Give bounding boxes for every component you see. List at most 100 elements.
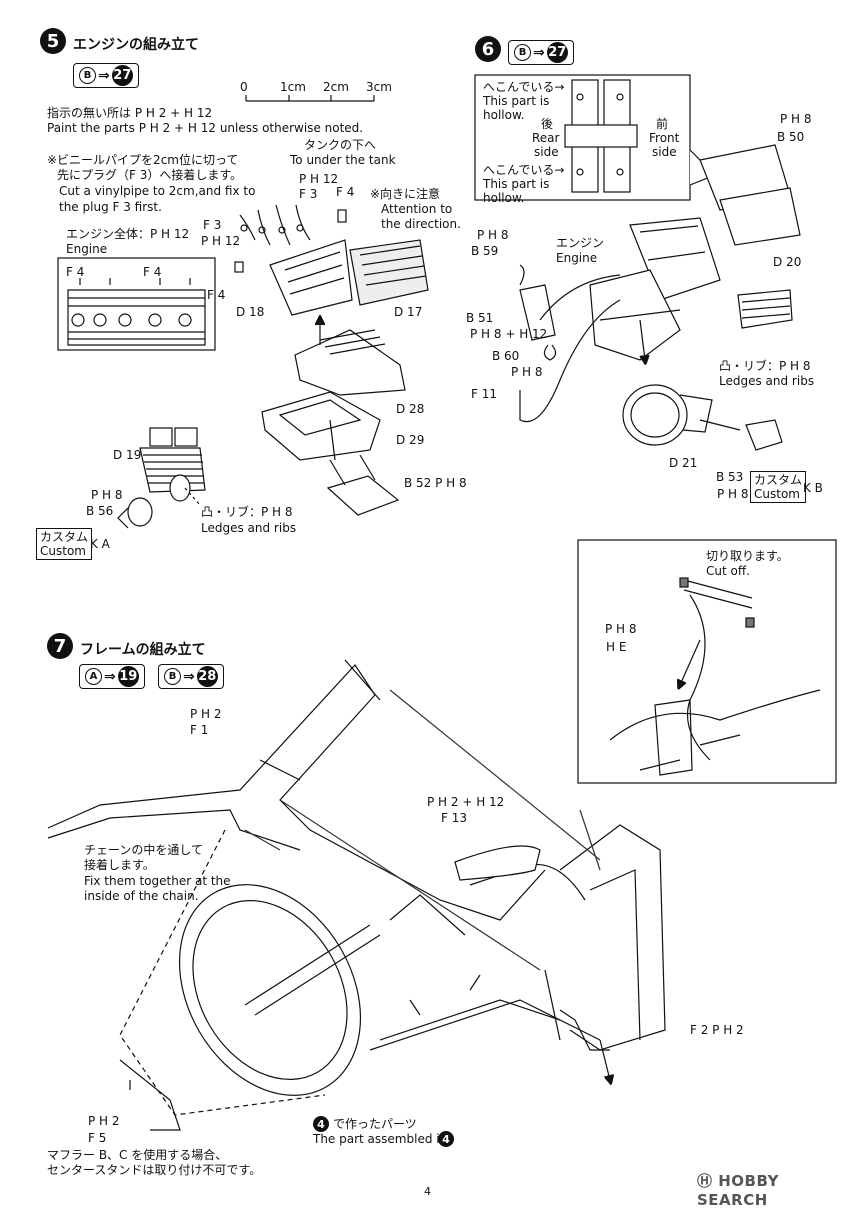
step6-inset-frame <box>474 74 717 201</box>
f13-label: F 13 <box>441 811 467 825</box>
step5-number: 5 <box>40 28 66 54</box>
ref-letter: A <box>85 668 102 685</box>
attention-jp: ※向きに注意 <box>370 187 441 201</box>
ref-page: 19 <box>117 666 139 687</box>
step7-inset-frame <box>577 539 837 784</box>
rear-en2: side <box>534 145 559 159</box>
b56-label: B 56 <box>86 504 114 518</box>
ph8-he: P H 8 <box>605 622 637 636</box>
tank-note-en: To under the tank <box>290 153 396 167</box>
custom-jp: カスタム <box>40 530 89 544</box>
attention-en1: Attention to <box>381 202 453 216</box>
ref-arrow: ⇒ <box>104 668 116 685</box>
custom-k-b: K B <box>803 481 823 495</box>
step7-title: フレームの組み立て <box>80 642 206 658</box>
ref-letter: B <box>514 44 531 61</box>
custom-en: Custom <box>40 544 86 558</box>
engine-all-jp: エンジン全体：P H 12 <box>66 227 190 241</box>
hollow1-jp: へこんでいる→ <box>483 80 565 94</box>
custom-k-a: K A <box>90 537 110 551</box>
step6-number: 6 <box>475 36 501 62</box>
ref-arrow: ⇒ <box>98 67 110 84</box>
muffler-jp1: マフラー B、C を使用する場合、 <box>47 1148 228 1162</box>
d19-label: D 19 <box>113 448 142 462</box>
step6-ribs-en: Ledges and ribs <box>719 374 815 388</box>
part4-en: The part assembled in <box>313 1132 448 1146</box>
rear-jp: 後 <box>541 117 554 131</box>
step7-reference-a: A ⇒ 19 <box>79 664 145 689</box>
f4-label-a: F 4 <box>336 185 355 199</box>
step6-custom-box: カスタム Custom <box>750 471 807 503</box>
cutoff-en: Cut off. <box>706 564 750 578</box>
scale-2cm: 2cm <box>323 80 349 94</box>
scale-0: 0 <box>240 80 248 94</box>
rear-en1: Rear <box>532 131 560 145</box>
attention-en2: the direction. <box>381 217 461 231</box>
ref-letter: B <box>164 668 181 685</box>
ph8-ph12: P H 8 + H 12 <box>470 327 548 341</box>
tank-note-jp: タンクの下へ <box>304 138 377 152</box>
vinyl-note-en2: the plug F 3 first. <box>59 200 162 214</box>
ph8-top: P H 8 <box>780 112 812 126</box>
hollow1-en2: hollow. <box>483 108 525 122</box>
paint-note-jp: 指示の無い所は P H 2 + H 12 <box>47 106 213 120</box>
ph8-b59: P H 8 <box>477 228 509 242</box>
chain-en2: inside of the chain. <box>84 889 199 903</box>
part4-badge-en: 4 <box>438 1131 454 1147</box>
chain-en1: Fix them together at the <box>84 874 231 888</box>
d17-label: D 17 <box>394 305 423 319</box>
hollow2-jp: へこんでいる→ <box>483 163 565 177</box>
engine-jp: エンジン <box>556 236 605 250</box>
f3-label-b: F 3 <box>203 218 222 232</box>
vinyl-note-en1: Cut a vinylpipe to 2cm,and fix to <box>59 184 256 198</box>
step5-engine-drawing <box>117 204 429 529</box>
ref-arrow: ⇒ <box>183 668 195 685</box>
ribs-en: Ledges and ribs <box>201 521 297 535</box>
f5-label: F 5 <box>88 1131 107 1145</box>
ph2-h12: P H 2 + H 12 <box>427 795 505 809</box>
step6-engine-drawing <box>519 144 801 451</box>
f3-label-a: F 3 <box>299 187 318 201</box>
b50-label: B 50 <box>777 130 805 144</box>
hollow2-en2: hollow. <box>483 191 525 205</box>
page-number: 4 <box>424 1185 431 1198</box>
scale-1cm: 1cm <box>280 80 306 94</box>
b59-label: B 59 <box>471 244 499 258</box>
vinyl-note-jp1: ※ビニールパイプを2cm位に切って <box>47 153 239 167</box>
watermark-logo: Ⓗ HOBBY SEARCH <box>697 1170 853 1209</box>
step7-reference-b: B ⇒ 28 <box>158 664 224 689</box>
ref-page: 27 <box>546 42 568 63</box>
vinyl-note-jp2: 先にプラグ（F 3）へ接着します。 <box>57 168 243 182</box>
ref-page: 28 <box>196 666 218 687</box>
cutoff-jp: 切り取ります。 <box>706 549 789 563</box>
part4-badge: 4 <box>313 1116 329 1132</box>
d21-label: D 21 <box>669 456 698 470</box>
step7-frame-drawing <box>47 659 666 1131</box>
hollow1-en1: This part is <box>483 94 550 108</box>
d29-label: D 29 <box>396 433 425 447</box>
ribs-jp: 凸・リブ：P H 8 <box>201 505 293 519</box>
b51-label: B 51 <box>466 311 494 325</box>
ph8-label-a: P H 8 <box>91 488 123 502</box>
front-en1: Front <box>649 131 680 145</box>
he-label: H E <box>606 640 627 654</box>
step5-custom-box: カスタム Custom <box>36 528 93 560</box>
b52-label: B 52 P H 8 <box>404 476 467 490</box>
b53-label: B 53 <box>716 470 744 484</box>
b60-label: B 60 <box>492 349 520 363</box>
f11-label: F 11 <box>471 387 497 401</box>
engine-all-en: Engine <box>66 242 108 256</box>
hollow2-en1: This part is <box>483 177 550 191</box>
scale-3cm: 3cm <box>366 80 392 94</box>
custom-en: Custom <box>754 487 800 501</box>
ph2-f1: P H 2 <box>190 707 222 721</box>
f2-label: F 2 P H 2 <box>690 1023 744 1037</box>
d18-label: D 18 <box>236 305 265 319</box>
inset-f4-right: F 4 <box>143 265 162 279</box>
step5-reference: B ⇒ 27 <box>73 63 139 88</box>
part4-jp: で作ったパーツ <box>333 1117 417 1131</box>
ref-page: 27 <box>111 65 133 86</box>
ref-letter: B <box>79 67 96 84</box>
chain-jp2: 接着します。 <box>84 858 155 872</box>
